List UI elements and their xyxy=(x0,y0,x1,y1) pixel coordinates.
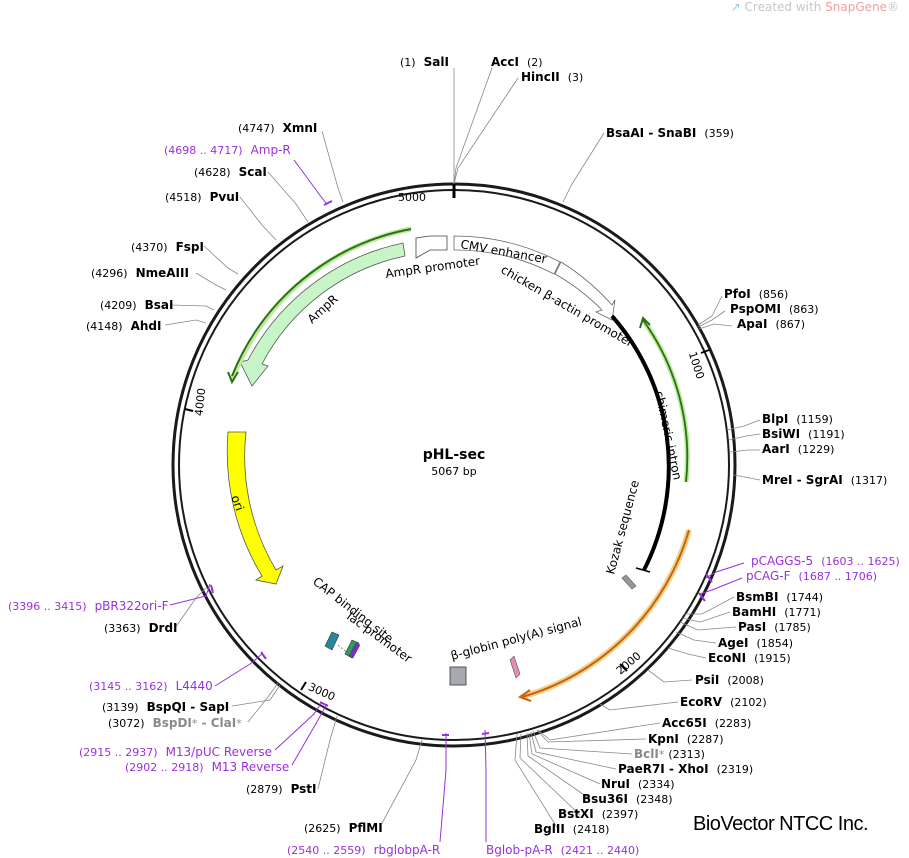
enzyme-mreI-sgrAI[interactable]: MreI - SgrAI(1317) xyxy=(762,473,887,487)
insert-glow xyxy=(521,529,692,700)
watermark-suffix: ® xyxy=(887,0,899,14)
watermark-icon: ↗ xyxy=(730,0,745,14)
enzyme-ahdI[interactable]: (4148)AhdI xyxy=(86,319,161,333)
enzyme-xmnI[interactable]: (4747)XmnI xyxy=(238,121,317,135)
enzyme-bglII[interactable]: BglII(2418) xyxy=(534,822,609,836)
tick-label-5000: 5000 xyxy=(398,191,426,204)
enzyme-pfoI[interactable]: PfoI(856) xyxy=(724,287,788,301)
enzyme-hincII[interactable]: HincII(3) xyxy=(521,70,583,84)
tick-label-4000: 4000 xyxy=(192,387,208,416)
ori-feature[interactable] xyxy=(226,431,284,585)
chicken-promoter-feature[interactable] xyxy=(554,261,616,321)
primer-amp-r[interactable]: (4698 .. 4717)Amp-R xyxy=(164,143,291,157)
tick-label-1000: 1000 xyxy=(686,350,707,381)
primer-l4440[interactable]: (3145 .. 3162)L4440 xyxy=(89,679,213,693)
enzyme-acc65I[interactable]: Acc65I(2283) xyxy=(662,716,751,730)
primer-m13-reverse[interactable]: (2902 .. 2918)M13 Reverse xyxy=(125,760,289,774)
enzyme-pasI[interactable]: PasI(1785) xyxy=(738,620,811,634)
enzyme-pstI[interactable]: (2879)PstI xyxy=(246,782,317,796)
insert-orange-arrow xyxy=(521,529,690,698)
enzyme-apaI[interactable]: ApaI(867) xyxy=(737,317,805,331)
enzyme-ecoNI[interactable]: EcoNI(1915) xyxy=(708,651,791,665)
primer-label-group: (4698 .. 4717)Amp-R pCAGGS-5(1603 .. 162… xyxy=(8,143,900,857)
tick-1000 xyxy=(700,349,710,354)
chimeric-intron-feature[interactable] xyxy=(610,314,671,571)
watermark-brand: SnapGene xyxy=(825,0,887,14)
plasmid-name: pHL-sec xyxy=(423,447,486,463)
enzyme-salI[interactable]: (1)SalI xyxy=(400,55,449,69)
enzyme-ageI[interactable]: AgeI(1854) xyxy=(718,636,793,650)
primer-pcaggs-5[interactable]: pCAGGS-5(1603 .. 1625) xyxy=(751,554,900,568)
primer-rbglobpa-r[interactable]: (2540 .. 2559)rbglobpA-R xyxy=(287,843,440,857)
plasmid-length: 5067 bp xyxy=(431,465,476,478)
ampr-feature[interactable] xyxy=(239,242,406,387)
primer-leader-lines xyxy=(169,159,745,843)
insert-green-arrow xyxy=(642,319,689,483)
kozak-label: Kozak sequence xyxy=(603,479,642,576)
enzyme-bstXI[interactable]: BstXI(2397) xyxy=(558,807,638,821)
enzyme-nruI[interactable]: NruI(2334) xyxy=(601,777,675,791)
enzyme-bsu36I[interactable]: Bsu36I(2348) xyxy=(582,792,673,806)
enzyme-bsaAI-snaBI[interactable]: BsaAI - SnaBI(359) xyxy=(606,126,734,140)
enzyme-pspOMI[interactable]: PspOMI(863) xyxy=(730,302,819,316)
primer-bglob-pa-r[interactable]: Bglob-pA-R(2421 .. 2440) xyxy=(486,843,639,857)
enzyme-scaI[interactable]: (4628)ScaI xyxy=(194,165,267,179)
enzyme-blpI[interactable]: BlpI(1159) xyxy=(762,412,833,426)
enzyme-bsiWI[interactable]: BsiWI(1191) xyxy=(762,427,845,441)
enzyme-pflMI[interactable]: (2625)PflMI xyxy=(304,821,383,835)
enzyme-kpnI[interactable]: KpnI(2287) xyxy=(648,732,723,746)
globin-polya-feature[interactable] xyxy=(509,655,521,679)
primer-pcag-f[interactable]: pCAG-F(1687 .. 1706) xyxy=(746,569,877,583)
primer-m13-puc-reverse[interactable]: (2915 .. 2937)M13/pUC Reverse xyxy=(79,745,272,759)
ampr-promoter-feature[interactable] xyxy=(415,235,448,259)
enzyme-bspQI-sapI[interactable]: (3139)BspQI - SapI xyxy=(102,700,229,714)
ampr-promoter-label: AmpR promoter xyxy=(384,254,480,281)
enzyme-bspDI-claI[interactable]: (3072)BspDI* - ClaI* xyxy=(108,716,242,730)
enzyme-bamHI[interactable]: BamHI(1771) xyxy=(732,605,821,619)
enzyme-pvuI[interactable]: (4518)PvuI xyxy=(165,190,239,204)
enzyme-ecoRV[interactable]: EcoRV(2102) xyxy=(680,695,767,709)
enzyme-fspI[interactable]: (4370)FspI xyxy=(131,240,204,254)
tick-4000 xyxy=(184,408,194,412)
enzyme-psiI[interactable]: PsiI(2008) xyxy=(695,673,764,687)
enzyme-nmeAIII[interactable]: (4296)NmeAIII xyxy=(91,266,189,280)
cmv-enhancer-feature[interactable] xyxy=(453,235,561,275)
ampr-direction-arrow xyxy=(231,228,412,377)
lac-label: lac promoter xyxy=(344,609,414,665)
watermark-prefix: Created with xyxy=(744,0,826,14)
ori-label: ori xyxy=(228,493,246,512)
leader-lines xyxy=(164,67,761,830)
enzyme-bsaI[interactable]: (4209)BsaI xyxy=(100,298,173,312)
enzyme-bclI[interactable]: BclI*(2313) xyxy=(634,747,705,761)
tick-3000 xyxy=(300,681,307,691)
enzyme-label-group: (1)SalI AccI(2) HincII(3) BsaAI - SnaBI(… xyxy=(86,55,887,836)
enzyme-accI[interactable]: AccI(2) xyxy=(491,55,543,69)
enzyme-aarI[interactable]: AarI(1229) xyxy=(762,442,834,456)
polya-grey-block xyxy=(449,666,467,686)
enzyme-paeR7I-xhoI[interactable]: PaeR7I - XhoI(2319) xyxy=(618,762,753,776)
primer-pbr322ori-f[interactable]: (3396 .. 3415)pBR322ori-F xyxy=(8,599,169,613)
company-logo-text: BioVector NTCC Inc. xyxy=(693,813,869,835)
snapgene-watermark: ↗ Created with SnapGene® xyxy=(731,0,899,14)
kozak-feature[interactable] xyxy=(621,574,637,590)
tick-label-2000: 2000 xyxy=(614,649,644,677)
tick-2000 xyxy=(619,663,628,672)
enzyme-drdI[interactable]: (3363)DrdI xyxy=(104,621,178,635)
enzyme-bsmBI[interactable]: BsmBI(1744) xyxy=(736,590,823,604)
cap-binding-site-feature[interactable] xyxy=(324,631,340,651)
globin-label: β-globin poly(A) signal xyxy=(449,614,583,662)
